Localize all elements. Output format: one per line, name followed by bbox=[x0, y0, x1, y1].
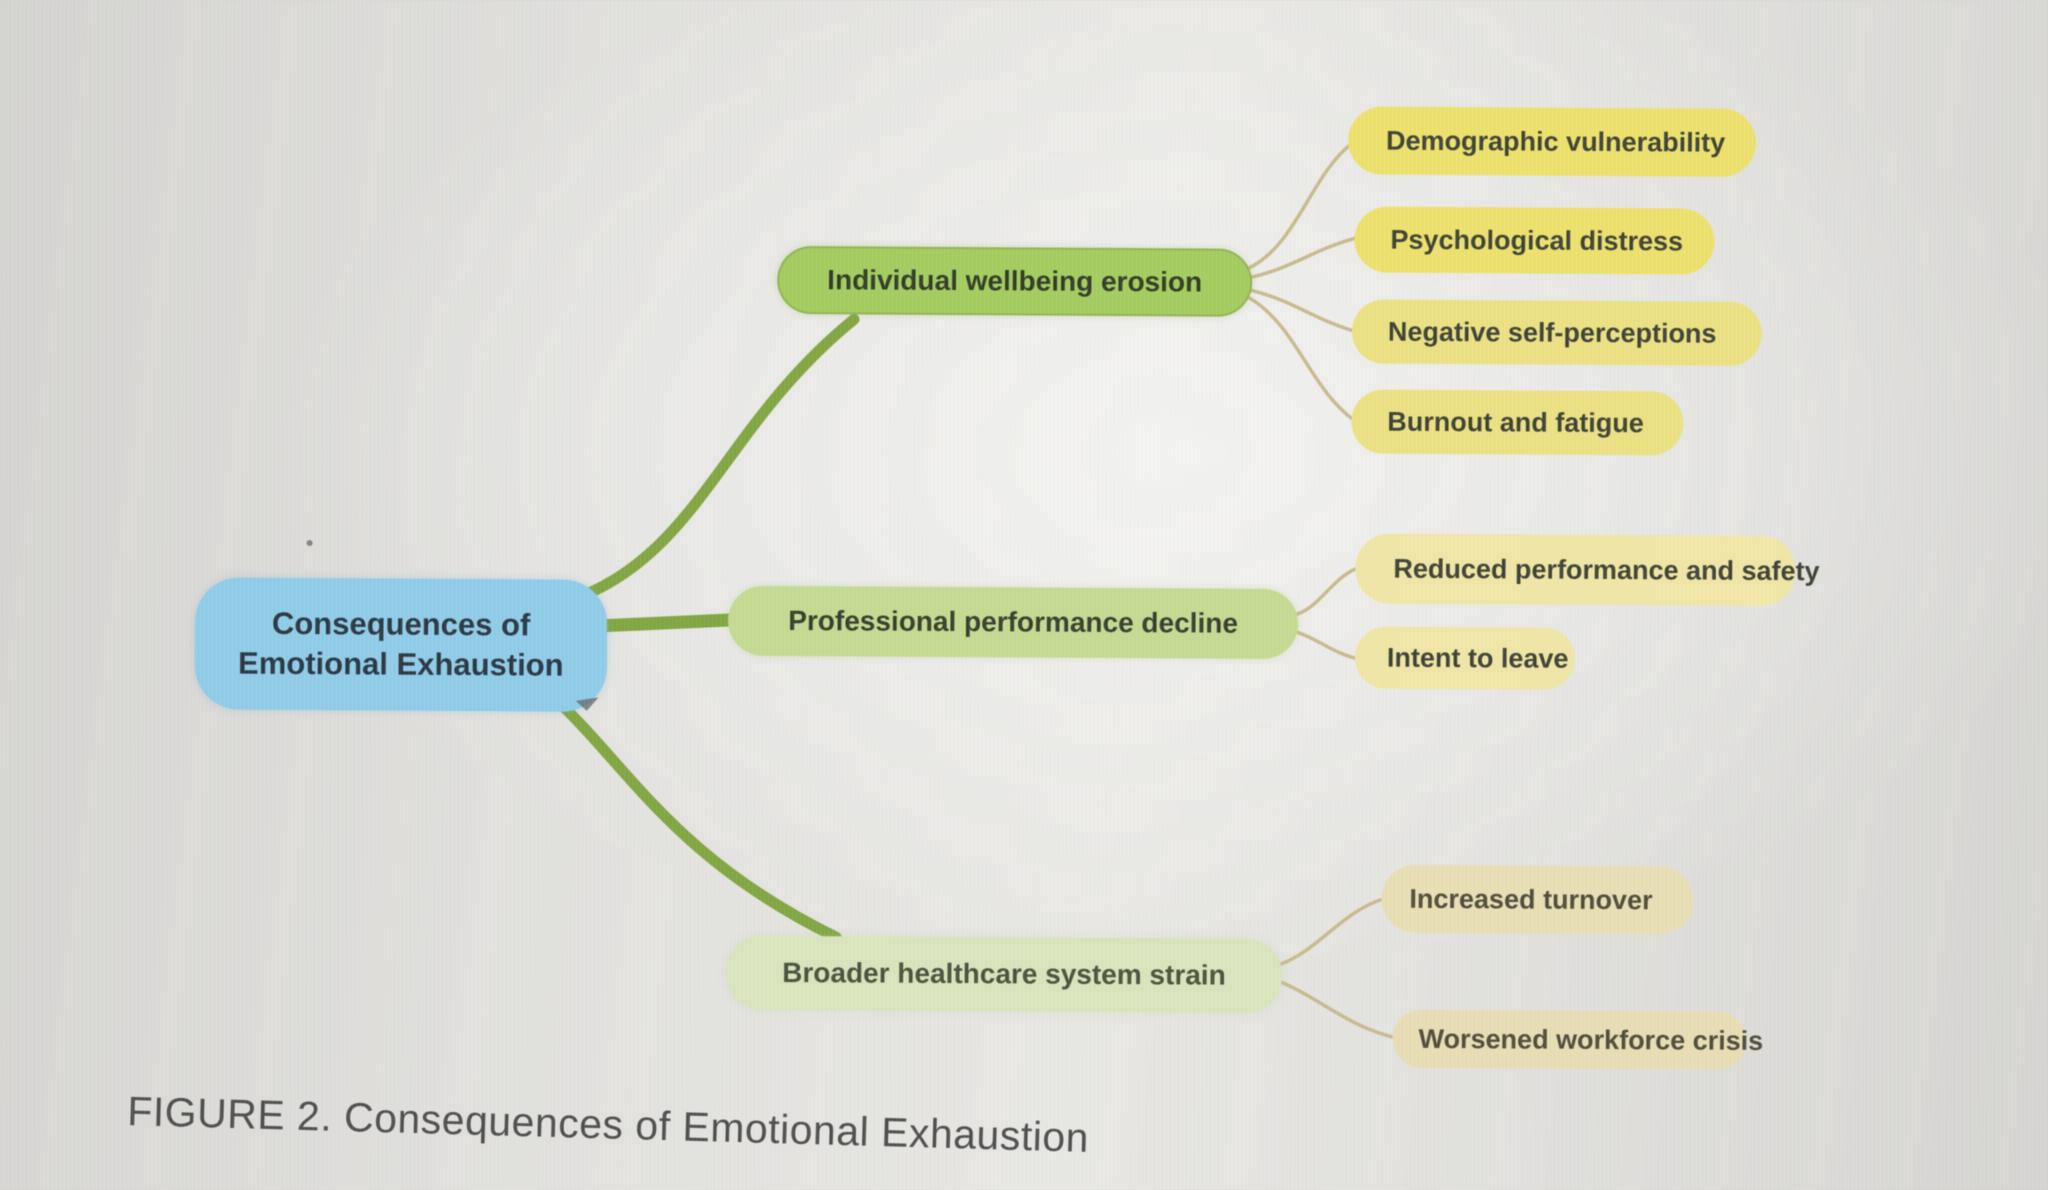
branch-label: Professional performance decline bbox=[788, 604, 1239, 639]
child-node-intent-to-leave: Intent to leave bbox=[1354, 626, 1576, 690]
child-node-worsened-workforce-crisis: Worsened workforce crisis bbox=[1392, 1009, 1763, 1070]
child-label: Demographic vulnerability bbox=[1385, 125, 1726, 158]
branch-node-individual-wellbeing: Individual wellbeing erosion bbox=[777, 245, 1253, 317]
branch-3-connector bbox=[539, 683, 842, 943]
twig-intent-to-leave bbox=[1295, 630, 1358, 661]
twig-increased-turnover bbox=[1279, 896, 1387, 966]
twig-negative bbox=[1247, 288, 1354, 333]
branch-label: Broader healthcare system strain bbox=[782, 956, 1226, 991]
branch-node-healthcare-system-strain: Broader healthcare system strain bbox=[725, 935, 1283, 1014]
child-node-increased-turnover: Increased turnover bbox=[1381, 864, 1694, 935]
child-label: Worsened workforce crisis bbox=[1418, 1023, 1764, 1056]
root-node: Consequences of Emotional Exhaustion bbox=[194, 577, 608, 712]
child-node-negative-self-perceptions: Negative self-perceptions bbox=[1351, 299, 1763, 366]
twig-worsened-crisis bbox=[1279, 980, 1398, 1040]
branch-1-connector bbox=[556, 313, 860, 610]
twig-reduced-performance bbox=[1295, 566, 1359, 616]
root-label-line-1: Consequences of bbox=[271, 606, 531, 643]
branch-node-professional-performance: Professional performance decline bbox=[727, 585, 1299, 660]
twig-burnout bbox=[1247, 296, 1357, 423]
child-label: Increased turnover bbox=[1409, 883, 1653, 915]
branch-2-connector bbox=[593, 613, 744, 633]
child-node-burnout-and-fatigue: Burnout and fatigue bbox=[1351, 389, 1684, 456]
child-label: Negative self-perceptions bbox=[1387, 316, 1717, 349]
twig-demographic bbox=[1247, 140, 1355, 270]
child-label: Intent to leave bbox=[1386, 642, 1569, 674]
child-node-psychological-distress: Psychological distress bbox=[1354, 206, 1715, 275]
child-node-reduced-performance-safety: Reduced performance and safety bbox=[1355, 533, 1820, 607]
root-label-line-2: Emotional Exhaustion bbox=[237, 645, 564, 683]
dust-speck bbox=[306, 540, 313, 547]
child-label: Reduced performance and safety bbox=[1393, 553, 1820, 586]
child-label: Psychological distress bbox=[1390, 224, 1684, 256]
child-label: Burnout and fatigue bbox=[1387, 406, 1644, 438]
child-node-demographic-vulnerability: Demographic vulnerability bbox=[1347, 106, 1757, 177]
twig-psychological bbox=[1247, 236, 1357, 280]
branch-label: Individual wellbeing erosion bbox=[827, 264, 1203, 298]
